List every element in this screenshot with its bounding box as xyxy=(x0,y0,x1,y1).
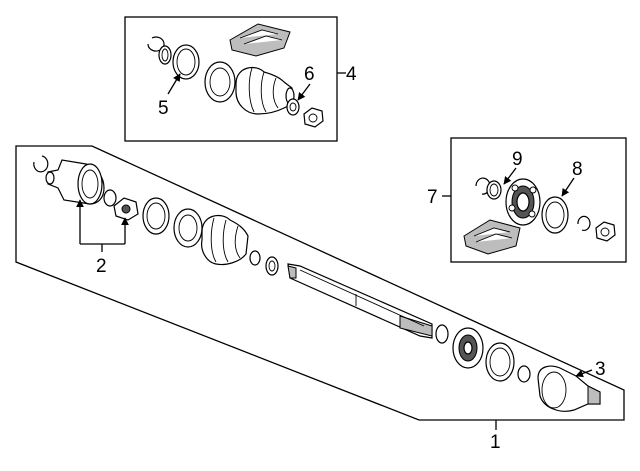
clip-outer xyxy=(577,215,591,231)
inner-small-clamp xyxy=(249,250,261,266)
outer-boot-kit-box: 9 8 xyxy=(442,137,627,263)
inner-boot-kit-box: 5 6 xyxy=(124,16,346,142)
callout-7: 7 xyxy=(427,187,438,208)
hub-nut-right xyxy=(595,221,616,242)
inner-joint-housing xyxy=(45,159,105,205)
snap-ring-left xyxy=(33,155,49,173)
outer-small-clamp xyxy=(517,365,531,383)
callout-6: 6 xyxy=(304,64,315,85)
axle-parts xyxy=(33,155,601,412)
callout-5: 5 xyxy=(158,98,169,119)
inner-boot-main xyxy=(201,214,249,266)
callout-8: 8 xyxy=(572,159,583,180)
inner-boot xyxy=(235,66,295,115)
outer-joint-cage xyxy=(505,178,541,226)
callout-3: 3 xyxy=(595,359,606,380)
tripod-joint xyxy=(113,197,139,221)
outer-joint-stub xyxy=(537,365,601,412)
grease-pack-outer xyxy=(463,219,521,255)
callout-2: 2 xyxy=(96,256,107,277)
outer-shaft-ring xyxy=(435,324,449,344)
hub-nut-upper xyxy=(303,107,324,128)
callout-9: 9 xyxy=(512,149,523,170)
axle-shaft xyxy=(287,263,433,339)
joint-clip xyxy=(103,189,117,207)
axle-assembly-outline xyxy=(15,145,625,430)
callout-4: 4 xyxy=(346,64,357,85)
callout-1: 1 xyxy=(490,432,501,453)
grease-pack xyxy=(229,23,291,57)
outer-cv-joint xyxy=(452,327,484,369)
